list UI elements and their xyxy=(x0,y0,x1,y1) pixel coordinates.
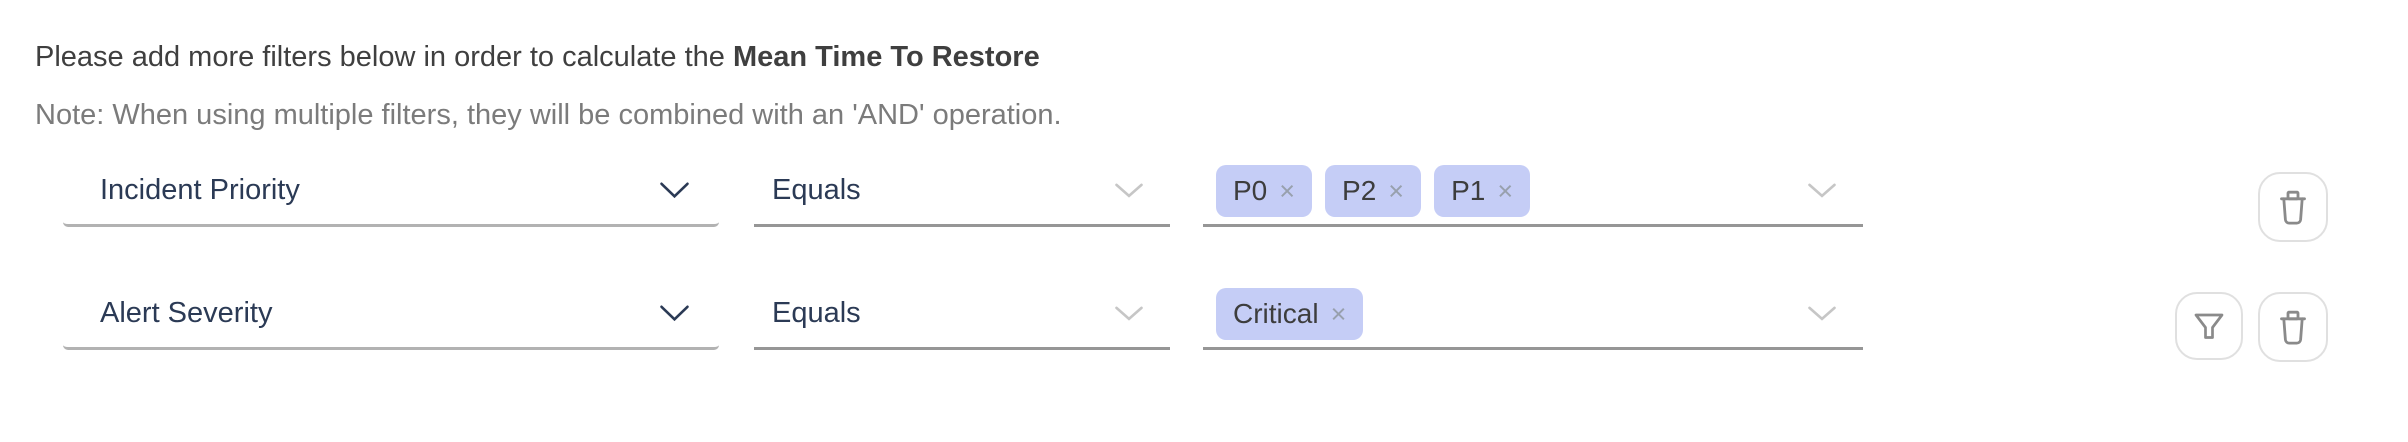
chevron-down-icon xyxy=(659,181,690,199)
filters-instruction: Please add more filters below in order t… xyxy=(35,40,1040,74)
chevron-down-icon xyxy=(1114,305,1144,321)
operator-select-value: Equals xyxy=(772,174,861,206)
field-select-value: Alert Severity xyxy=(100,297,273,329)
operator-select[interactable]: Equals xyxy=(754,280,1170,350)
metric-name: Mean Time To Restore xyxy=(732,41,1040,73)
remove-tag-icon[interactable]: × xyxy=(1497,175,1514,206)
chevron-down-icon xyxy=(1807,182,1837,198)
value-tag-label: P2 xyxy=(1342,174,1377,206)
field-select-value: Incident Priority xyxy=(100,174,300,206)
selected-values: P0 × P2 × P1 × xyxy=(1216,164,1531,217)
delete-filter-button[interactable] xyxy=(2258,292,2328,362)
trash-icon xyxy=(2277,309,2309,346)
funnel-icon xyxy=(2192,311,2226,342)
delete-filter-button[interactable] xyxy=(2258,172,2328,242)
value-tag-label: Critical xyxy=(1233,297,1319,329)
values-multiselect[interactable]: P0 × P2 × P1 × xyxy=(1203,157,1863,227)
value-tag-label: P0 xyxy=(1233,174,1268,206)
remove-tag-icon[interactable]: × xyxy=(1388,175,1405,206)
value-tag: P1 × xyxy=(1434,164,1531,217)
trash-icon xyxy=(2277,189,2309,226)
value-tag: Critical × xyxy=(1216,287,1364,340)
remove-tag-icon[interactable]: × xyxy=(1330,298,1347,329)
field-select[interactable]: Alert Severity xyxy=(63,280,719,350)
selected-values: Critical × xyxy=(1216,287,1364,340)
operator-select-value: Equals xyxy=(772,297,861,329)
value-tag: P2 × xyxy=(1325,164,1422,217)
filter-values-button[interactable] xyxy=(2175,292,2243,360)
value-tag-label: P1 xyxy=(1451,174,1486,206)
filters-note: Note: When using multiple filters, they … xyxy=(35,99,1062,131)
values-multiselect[interactable]: Critical × xyxy=(1203,280,1863,350)
chevron-down-icon xyxy=(1114,182,1144,198)
value-tag: P0 × xyxy=(1216,164,1313,217)
operator-select[interactable]: Equals xyxy=(754,157,1170,227)
field-select[interactable]: Incident Priority xyxy=(63,157,719,227)
instruction-text: Please add more filters below in order t… xyxy=(35,41,733,73)
chevron-down-icon xyxy=(659,304,690,322)
chevron-down-icon xyxy=(1807,305,1837,321)
remove-tag-icon[interactable]: × xyxy=(1279,175,1296,206)
